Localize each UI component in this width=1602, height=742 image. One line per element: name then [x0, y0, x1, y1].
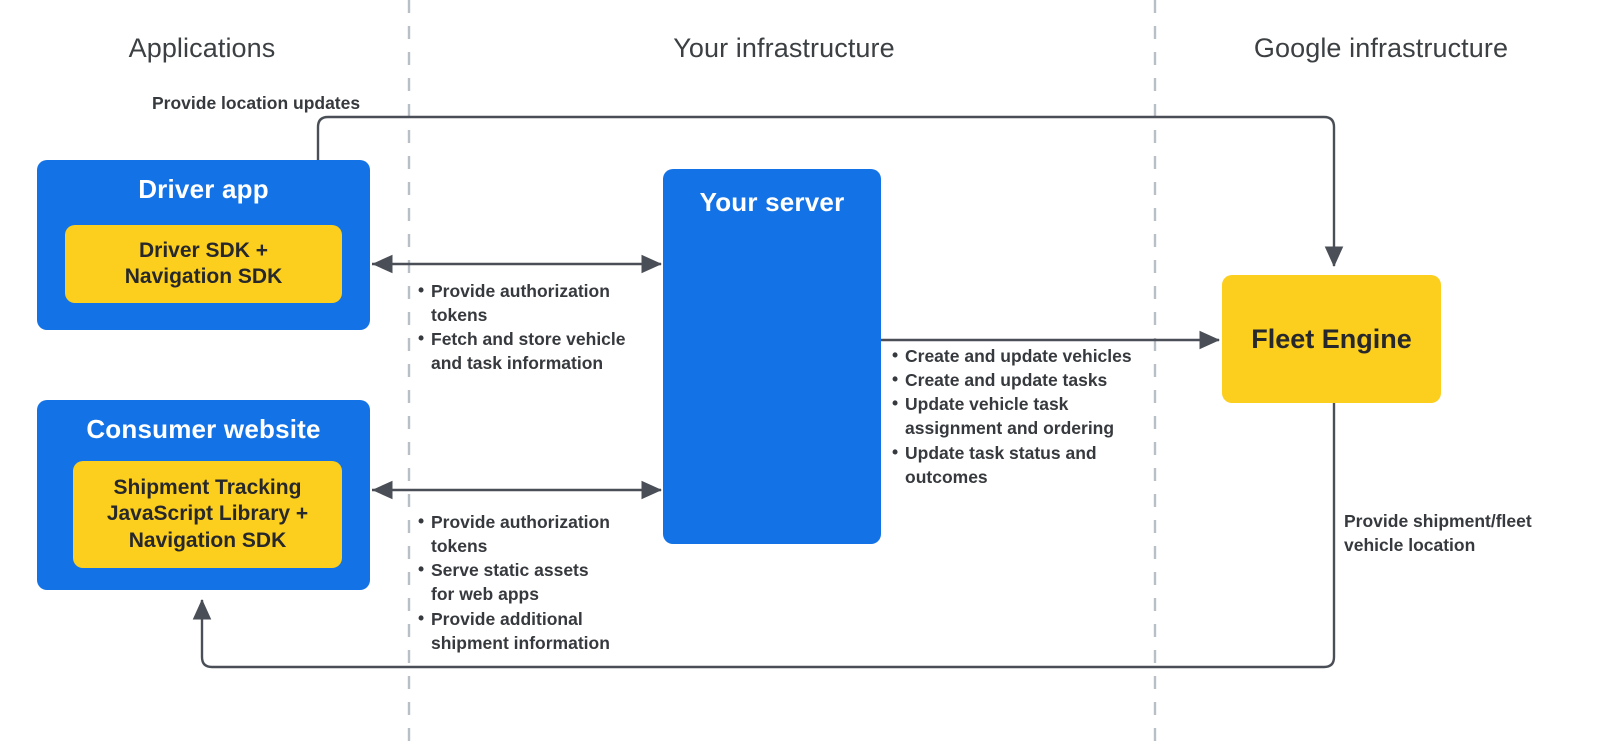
annotation-server-fleet-list: Create and update vehicles Create and up… [892, 343, 1162, 489]
your-server-title: Your server [699, 187, 845, 217]
fleet-engine-box: Fleet Engine [1222, 275, 1441, 403]
annotation-fleet-consumer: Provide shipment/fleet vehicle location [1344, 511, 1532, 556]
annotation-consumer-server-list: Provide authorization tokens Serve stati… [418, 509, 658, 655]
driver-app-box: Driver app Driver SDK + Navigation SDK [37, 160, 370, 330]
annotation-server-fleet: Create and update vehicles Create and up… [892, 343, 1162, 489]
list-item: Create and update vehicles [892, 343, 1162, 368]
annotation-consumer-server: Provide authorization tokens Serve stati… [418, 509, 658, 655]
annotation-driver-server: Provide authorization tokens Fetch and s… [418, 278, 658, 376]
list-item: Provide authorization tokens [418, 509, 658, 558]
annotation-location-updates: Provide location updates [152, 93, 361, 113]
shipment-tracking-sdk-box: Shipment Tracking JavaScript Library + N… [73, 461, 342, 568]
zone-label-google-infrastructure: Google infrastructure [1253, 33, 1509, 63]
list-item: Update vehicle task assignment and order… [892, 391, 1162, 440]
list-item: Provide additional shipment information [418, 606, 658, 655]
list-item: Provide authorization tokens [418, 278, 658, 327]
list-item: Fetch and store vehicle and task informa… [418, 326, 658, 375]
driver-sdk-box: Driver SDK + Navigation SDK [65, 225, 342, 303]
list-item: Update task status and outcomes [892, 440, 1162, 489]
list-item: Create and update tasks [892, 367, 1162, 392]
driver-app-title: Driver app [138, 174, 269, 204]
consumer-website-box: Consumer website Shipment Tracking JavaS… [37, 400, 370, 590]
annotation-driver-server-list: Provide authorization tokens Fetch and s… [418, 278, 658, 376]
list-item: Serve static assets for web apps [418, 557, 658, 606]
consumer-website-title: Consumer website [86, 414, 321, 444]
zone-label-applications: Applications [128, 33, 276, 63]
zone-label-your-infrastructure: Your infrastructure [673, 33, 895, 63]
your-server-box: Your server [663, 169, 881, 544]
